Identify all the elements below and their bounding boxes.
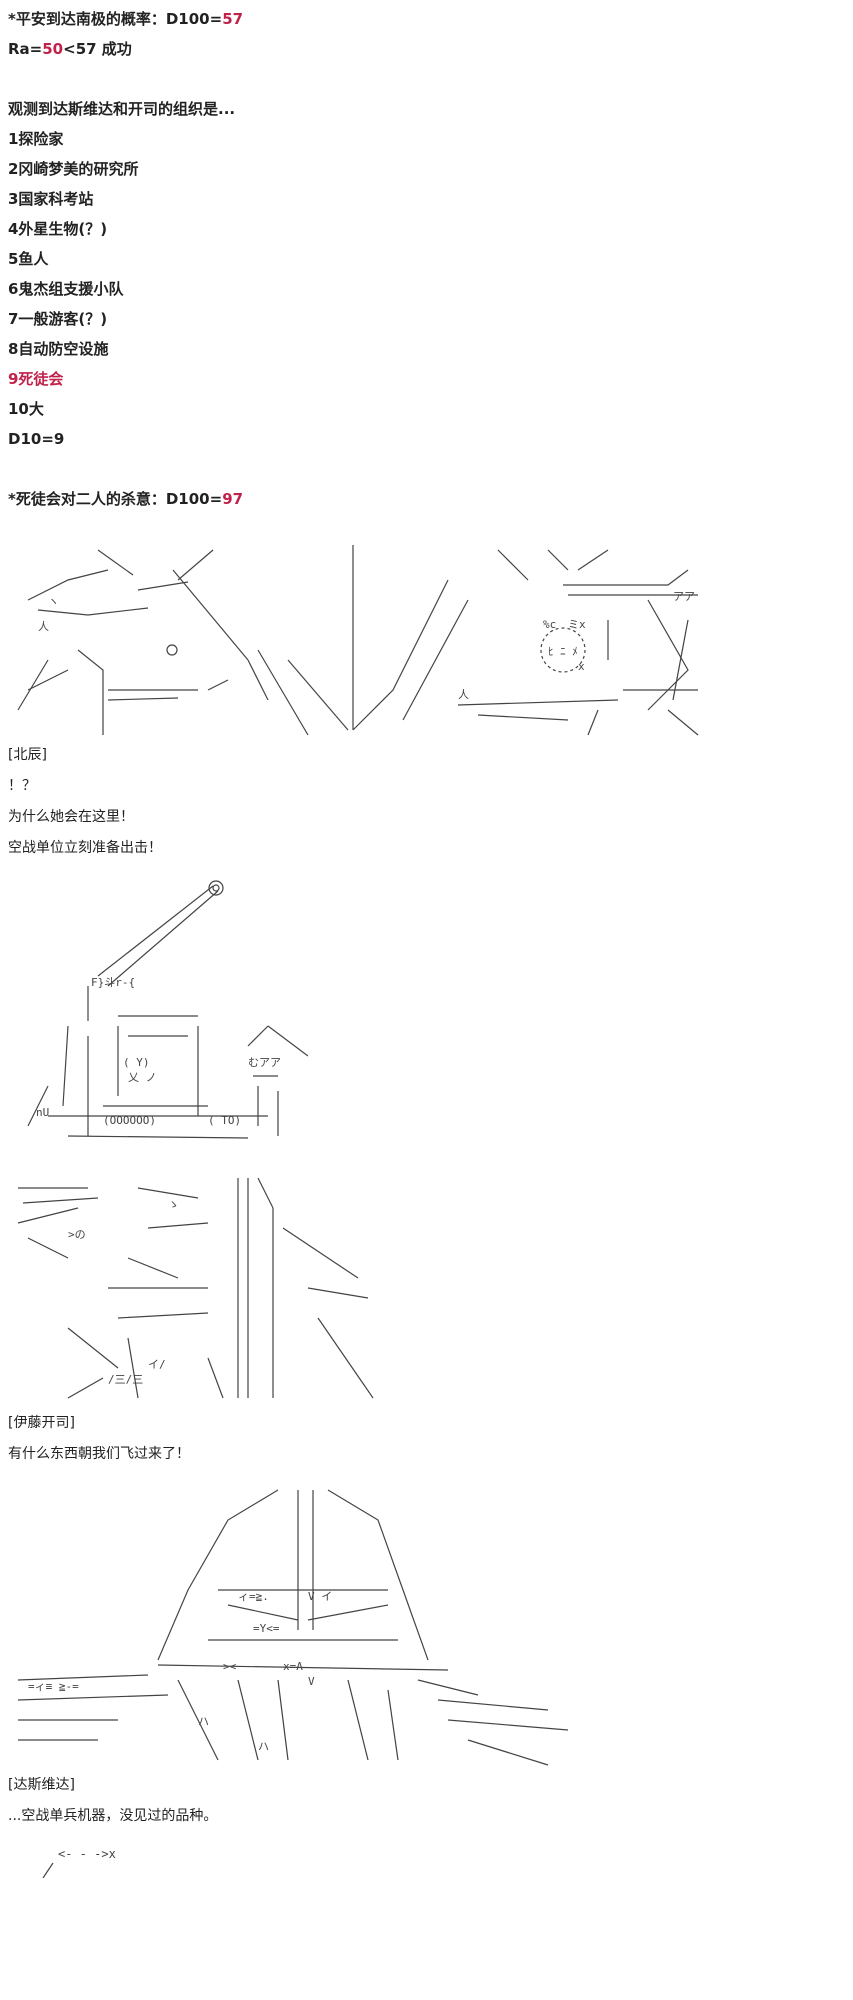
dialog-line: 空战单位立刻准备出击！ xyxy=(8,840,162,856)
svg-text:%c: %c xyxy=(543,618,556,631)
svg-text:乂 ノ: 乂 ノ xyxy=(128,1071,157,1084)
option-item: 10大 xyxy=(8,400,44,418)
svg-text:<- - ->x: <- - ->x xyxy=(58,1847,116,1861)
svg-text:(OOOOOO): (OOOOOO) xyxy=(103,1114,156,1127)
option-item: 1探险家 xyxy=(8,130,64,148)
svg-text:むアア: むアア xyxy=(248,1056,281,1069)
arrival-roll-prefix: *平安到达南极的概率：D100= xyxy=(8,10,223,28)
svg-text:ヽ: ヽ xyxy=(48,595,59,608)
svg-text:人: 人 xyxy=(458,688,469,701)
ra-roll-line: Ra=50<57 成功 xyxy=(8,34,845,64)
svg-text:=ィ≡ ≧-=: =ィ≡ ≧-= xyxy=(28,1680,79,1693)
option-result: D10=9 xyxy=(8,430,65,448)
option-item: 7一般游客(？) xyxy=(8,310,108,328)
ascii-art-robot-drawing: F}斗r-{ ( Y) 乂 ノ (OOOOOO) ( TO) むアア nU xyxy=(27,880,308,1139)
option-item: 2冈崎梦美的研究所 xyxy=(8,160,139,178)
ra-roll-prefix: Ra= xyxy=(8,40,43,58)
option-item: 6鬼杰组支援小队 xyxy=(8,280,124,298)
kill-roll-prefix: *死徒会对二人的杀意：D100= xyxy=(8,490,223,508)
svg-text:><: >< xyxy=(223,1660,237,1673)
svg-text:ﾋ ﾆ ﾒ: ﾋ ﾆ ﾒ xyxy=(548,645,578,658)
svg-text:/三/三: /三/三 xyxy=(108,1373,143,1386)
svg-text:アア: アア xyxy=(673,590,695,603)
question-line: 观测到达斯维达和开司的组织是... xyxy=(8,100,236,118)
spacer xyxy=(8,64,845,94)
ra-roll-suffix: <57 成功 xyxy=(63,40,132,58)
ascii-art-robot-figure: F}斗r-{ ( Y) 乂 ノ (OOOOOO) ( TO) むアア nU xyxy=(8,876,845,1166)
post-content: *平安到达南极的概率：D100=57 Ra=50<57 成功 观测到达斯维达和开… xyxy=(8,4,845,1878)
ascii-art-partial-drawing: <- - ->x xyxy=(42,1847,116,1878)
svg-text:V イ: V イ xyxy=(308,1590,332,1603)
option-item-selected: 9死徒会 xyxy=(8,370,64,388)
svg-text:ゝ: ゝ xyxy=(168,1198,179,1211)
svg-text:V: V xyxy=(308,1675,315,1688)
speaker-kaiji: [伊藤开司] xyxy=(8,1415,75,1431)
spacer xyxy=(8,454,845,484)
svg-text:x=A: x=A xyxy=(283,1660,303,1673)
arrival-roll-line: *平安到达南极的概率：D100=57 xyxy=(8,4,845,34)
svg-text:ハ: ハ xyxy=(198,1715,209,1728)
ascii-art-kaiji-drawing: >の ゝ /三/三 イ/ xyxy=(17,1177,374,1399)
svg-text:nU: nU xyxy=(36,1106,49,1119)
kill-roll-line: *死徒会对二人的杀意：D100=97 xyxy=(8,484,845,514)
option-item: 4外星生物(？) xyxy=(8,220,108,238)
svg-text:ミx: ミx xyxy=(568,618,586,631)
dialog-line: ...空战单兵机器，没见过的品种。 xyxy=(8,1808,218,1824)
svg-text:=Y<=: =Y<= xyxy=(253,1622,280,1635)
svg-text:x: x xyxy=(578,660,585,673)
ascii-art-panorama-drawing: ヽ 人 %c ミx ﾋ ﾆ ﾒ x アア 人 xyxy=(17,545,699,736)
speaker-beichen: [北辰] xyxy=(8,747,47,763)
dialog-line: ！？ xyxy=(8,778,36,794)
svg-text:F}斗r-{: F}斗r-{ xyxy=(91,976,135,989)
ascii-art-scene-panorama: ヽ 人 %c ミx ﾋ ﾆ ﾒ x アア 人 xyxy=(8,540,845,740)
kill-roll-value: 97 xyxy=(222,490,244,508)
svg-text:>の: >の xyxy=(68,1228,86,1241)
svg-text:イ/: イ/ xyxy=(148,1358,166,1371)
speaker-vader: [达斯维达] xyxy=(8,1777,75,1793)
dialog-line: 有什么东西朝我们飞过来了！ xyxy=(8,1446,190,1462)
svg-text:ハ: ハ xyxy=(258,1740,269,1753)
svg-text:人: 人 xyxy=(38,620,49,633)
option-item: 8自动防空设施 xyxy=(8,340,109,358)
ascii-art-vader-figure: ィ=≧. V イ =Y<= >< x=A =ィ≡ ≧-= V ハ ハ xyxy=(8,1480,845,1770)
option-item: 3国家科考站 xyxy=(8,190,94,208)
svg-text:( TO): ( TO) xyxy=(208,1114,241,1127)
svg-text:ィ=≧.: ィ=≧. xyxy=(238,1590,269,1603)
arrival-roll-value: 57 xyxy=(222,10,244,28)
ascii-art-vader-drawing: ィ=≧. V イ =Y<= >< x=A =ィ≡ ≧-= V ハ ハ xyxy=(17,1489,568,1766)
svg-text:( Y): ( Y) xyxy=(123,1056,150,1069)
dialog-line: 为什么她会在这里！ xyxy=(8,809,134,825)
option-item: 5鱼人 xyxy=(8,250,49,268)
ascii-art-partial-bottom: <- - ->x xyxy=(8,1838,845,1878)
ascii-art-kaiji-figure: >の ゝ /三/三 イ/ xyxy=(8,1168,845,1408)
ra-roll-value: 50 xyxy=(42,40,64,58)
